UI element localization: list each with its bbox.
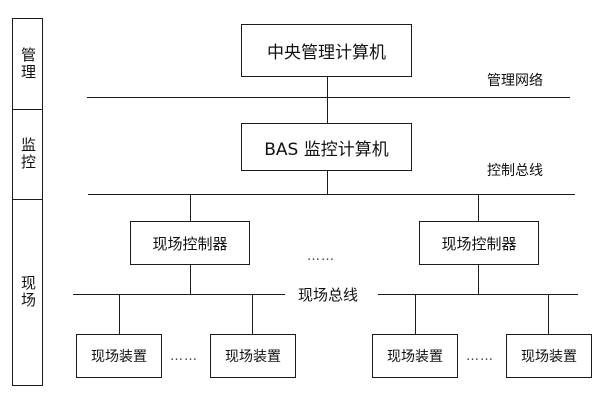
link-control-bus-to-controller-left: [190, 194, 191, 221]
bus-management-network-label: 管理网络: [487, 73, 543, 89]
layer-divider-1: [13, 109, 42, 110]
node-controller-right[interactable]: 现场控制器: [419, 221, 539, 265]
link-controller-right-to-field-bus: [478, 265, 479, 294]
bus-management-network-line: [87, 97, 570, 98]
ellipsis-devices-left: ……: [170, 349, 198, 364]
node-device-3[interactable]: 现场装置: [372, 334, 458, 378]
node-device-2-label: 现场装置: [225, 349, 281, 365]
node-device-4[interactable]: 现场装置: [506, 334, 592, 378]
ellipsis-devices-right: ……: [466, 349, 494, 364]
bus-control-label: 控制总线: [487, 163, 543, 179]
layer-label-management: 管理: [19, 47, 37, 81]
layer-column: 管理 监控 现场: [12, 18, 43, 386]
node-controller-left[interactable]: 现场控制器: [130, 221, 250, 265]
link-mgmt-network-to-bas: [327, 97, 328, 123]
link-central-to-mgmt-network: [327, 77, 328, 98]
bus-field-line-left: [73, 294, 285, 295]
node-device-1[interactable]: 现场装置: [76, 334, 162, 378]
node-device-1-label: 现场装置: [91, 349, 147, 365]
node-central-computer-label: 中央管理计算机: [267, 43, 386, 63]
node-bas-computer-label: BAS 监控计算机: [264, 139, 389, 160]
link-control-bus-to-controller-right: [478, 194, 479, 221]
node-controller-left-label: 现场控制器: [152, 234, 228, 253]
bus-control-line: [88, 194, 575, 195]
node-bas-computer[interactable]: BAS 监控计算机: [241, 123, 412, 171]
layer-label-field: 现场: [19, 274, 37, 309]
link-field-bus-to-device-4: [548, 294, 549, 334]
bus-field-label: 现场总线: [292, 284, 365, 305]
link-controller-left-to-field-bus: [190, 265, 191, 294]
link-bas-to-control-bus: [327, 171, 328, 194]
link-field-bus-to-device-1: [119, 294, 120, 334]
link-field-bus-to-device-3: [415, 294, 416, 334]
layer-cell-management: 管理: [13, 19, 42, 109]
layer-cell-field: 现场: [13, 199, 42, 384]
layer-cell-supervision: 监控: [13, 109, 42, 199]
layer-label-supervision: 监控: [19, 137, 37, 171]
ellipsis-controllers: ……: [307, 249, 335, 264]
link-field-bus-to-device-2: [252, 294, 253, 334]
node-device-2[interactable]: 现场装置: [210, 334, 296, 378]
bus-field-line-right: [378, 294, 578, 295]
node-device-4-label: 现场装置: [521, 349, 577, 365]
node-controller-right-label: 现场控制器: [441, 234, 517, 253]
layer-divider-2: [13, 199, 42, 200]
node-device-3-label: 现场装置: [387, 349, 443, 365]
node-central-computer[interactable]: 中央管理计算机: [241, 24, 412, 77]
